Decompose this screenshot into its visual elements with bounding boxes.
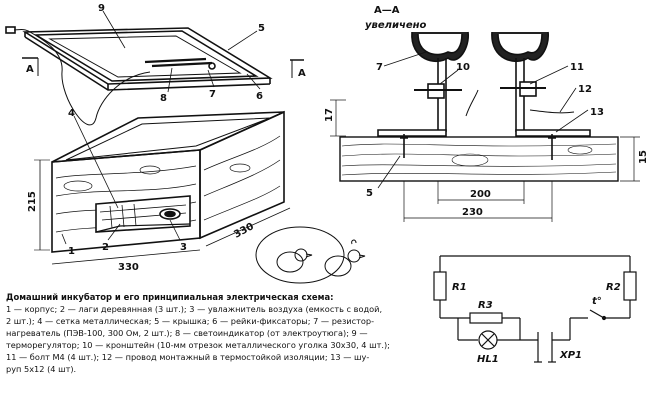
caption-line-1: 1 — корпус; 2 — лаги деревянная (3 шт.);… (6, 304, 382, 314)
callout-5-lid: 5 (258, 23, 265, 34)
section-dim-200 (437, 181, 525, 204)
lid-drawing (5, 26, 273, 126)
callout-1: 1 (68, 246, 75, 257)
caption-line-3: нагреватель (ПЭВ-100, 300 Ом, 2 шт.); 8 … (6, 328, 368, 338)
section-dim-230 (403, 181, 553, 222)
callout-7-lid: 7 (209, 89, 216, 100)
section-mark-left: А (22, 57, 39, 76)
callout-7-section: 7 (376, 62, 383, 73)
callout-4: 4 (68, 108, 75, 119)
dim-230-label: 230 (462, 207, 483, 218)
circuit-r3-label: R3 (478, 300, 493, 311)
caption-line-2: 2 шт.); 4 — сетка металлическая; 5 — кры… (6, 316, 374, 326)
section-leaders (377, 51, 589, 189)
section-subtitle: увеличено (365, 20, 427, 31)
caption-line-4: терморегулятор; 10 — кронштейн (10-мм от… (6, 340, 390, 350)
caption-line-5: 11 — болт М4 (4 шт.); 12 — провод монтаж… (6, 352, 369, 362)
circuit-r1-label: R1 (452, 282, 467, 293)
box-drawing (51, 110, 285, 253)
section-left-assembly (377, 31, 479, 158)
callout-3: 3 (180, 242, 187, 253)
lid-leaders (102, 10, 261, 93)
dim-15-label: 15 (638, 150, 649, 164)
box-dim-height: 215 (27, 159, 50, 251)
dim-width-label: 330 (232, 221, 256, 241)
circuit-schematic (433, 255, 637, 363)
caption: Домашний инкубатор и его принципиальная … (6, 292, 390, 374)
caption-title: Домашний инкубатор и его принципиальная … (6, 292, 333, 302)
chicks-illustration (255, 226, 366, 284)
section-title: А—А (374, 5, 400, 16)
box-leaders (61, 115, 181, 245)
section-dim-17 (330, 99, 346, 137)
section-mark-right-label: А (298, 68, 306, 79)
circuit-hl1-label: HL1 (477, 354, 499, 365)
callout-6: 6 (256, 91, 263, 102)
section-mark-right: А (290, 59, 306, 79)
section-mark-left-label: А (26, 64, 34, 75)
callout-11: 11 (570, 62, 584, 73)
callout-8: 8 (160, 93, 167, 104)
callout-9: 9 (98, 3, 105, 14)
dim-height-label: 215 (27, 191, 38, 212)
circuit-thermo-label: t° (592, 296, 602, 307)
dim-200-label: 200 (470, 189, 491, 200)
callout-10: 10 (456, 62, 470, 73)
caption-line-6: руп 5х12 (4 шт). (6, 364, 76, 374)
callout-12: 12 (578, 84, 592, 95)
dim-length-label: 330 (118, 262, 139, 273)
callout-5-section: 5 (366, 188, 373, 199)
circuit-xp1-label: XP1 (559, 350, 582, 361)
callout-2: 2 (102, 242, 109, 253)
dim-17-label: 17 (324, 108, 335, 122)
section-right-assembly (491, 31, 591, 160)
section-dim-15 (620, 136, 640, 182)
callout-13: 13 (590, 107, 604, 118)
box-dim-length: 330 (51, 249, 201, 273)
circuit-r2-label: R2 (606, 282, 621, 293)
section-board (339, 136, 619, 182)
